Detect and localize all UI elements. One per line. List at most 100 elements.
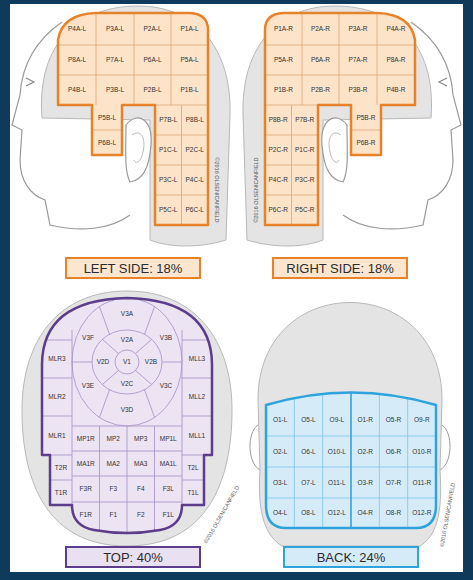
zone-label: P6A-L <box>143 57 161 64</box>
zone-label: O4-R <box>357 510 373 517</box>
zone-label: F1 <box>109 512 117 519</box>
zone-label: V3E <box>82 383 94 390</box>
side-head <box>12 6 230 246</box>
zone-label: P1B-R <box>274 87 293 94</box>
zone-label: P6C-R <box>268 207 288 214</box>
zone-label: P3C-R <box>295 177 315 184</box>
zone-label: P5A-L <box>180 57 198 64</box>
zone-label: O11-R <box>412 479 431 486</box>
zone-label: P7B-L <box>159 117 177 124</box>
zone-label: MP2 <box>107 435 120 442</box>
zone-label: P8B-L <box>186 117 204 124</box>
caption-text: BACK: 24% <box>317 550 386 565</box>
zone-label: P7A-L <box>106 57 124 64</box>
zone-label: F3R <box>80 486 92 493</box>
zone-label: P6A-R <box>311 57 330 64</box>
zone-label: O7-R <box>386 479 402 486</box>
zone-label: P5B-L <box>98 114 116 121</box>
zone-label: P6C-L <box>186 207 204 214</box>
back-head <box>250 303 450 547</box>
zone-label: MA3 <box>134 460 147 467</box>
zone-label: V2A <box>121 337 133 344</box>
zone-label: P8A-L <box>68 57 86 64</box>
zone-label: P1C-L <box>159 147 177 154</box>
zone-label: P1A-R <box>274 26 293 33</box>
zone-label: MP1L <box>160 435 177 442</box>
zone-label: V3C <box>160 383 173 390</box>
zone-label: F1L <box>163 512 174 519</box>
zone-label: P3B-L <box>106 87 124 94</box>
zone-label: P5C-R <box>295 207 315 214</box>
zone-label: P1A-L <box>180 26 198 33</box>
zone-label: O8-L <box>301 510 315 517</box>
zone-label: O10-L <box>328 448 346 455</box>
zone-label: P4A-R <box>386 26 405 33</box>
copyright-note: ©2016 OLSEN/CANFIELD <box>203 485 240 544</box>
zone-label: P3C-L <box>159 177 177 184</box>
zone-label: P4B-L <box>68 87 86 94</box>
zone-label: MA1L <box>160 460 177 467</box>
zone-label: T1L <box>187 489 198 496</box>
zone-label: MA1R <box>77 460 95 467</box>
zone-label: P7A-R <box>348 57 367 64</box>
caption-text: LEFT SIDE: 18% <box>84 261 183 276</box>
zone-label: O4-L <box>273 510 287 517</box>
zone-label: O3-L <box>273 479 287 486</box>
zone-label: MLL1 <box>189 432 205 439</box>
zone-label: V3B <box>160 335 172 342</box>
zone-label: MLR1 <box>48 432 65 439</box>
caption-text: TOP: 40% <box>103 550 163 565</box>
zone-label: P2C-L <box>186 147 204 154</box>
zone-label: F3 <box>109 486 117 493</box>
zone-label: MLR3 <box>48 356 65 363</box>
zone-label: V3F <box>82 335 94 342</box>
zone-label: MP1R <box>77 435 95 442</box>
zone-label: O11-L <box>328 479 346 486</box>
zone-label: O10-R <box>412 448 431 455</box>
zone-label: P2A-R <box>311 26 330 33</box>
zone-label: P5C-L <box>159 207 177 214</box>
zone-label: O1-R <box>357 417 373 424</box>
zone-label: P8A-R <box>386 57 405 64</box>
zone-label: V2B <box>145 359 157 366</box>
top-head <box>22 291 232 546</box>
zone-label: V3D <box>121 407 134 414</box>
zone-label: P2A-L <box>143 26 161 33</box>
caption-box: TOP: 40% <box>65 546 201 568</box>
caption-text: RIGHT SIDE: 18% <box>286 261 393 276</box>
zone-label: O12-L <box>328 510 346 517</box>
zone-label: P4C-L <box>186 177 204 184</box>
zone-label: F1R <box>80 512 92 519</box>
zone-label: O1-L <box>273 417 287 424</box>
zone-label: P6B-L <box>98 139 116 146</box>
panel <box>10 4 463 572</box>
zone-label: T2L <box>187 464 198 471</box>
zone-label: O6-R <box>386 448 402 455</box>
zone-label: P2B-R <box>311 87 330 94</box>
zone-label: P3B-R <box>348 87 367 94</box>
copyright-note: ©2016 OLSEN/CANFIELD <box>440 482 457 547</box>
zone-label: O9-L <box>330 417 344 424</box>
zone-label: V2D <box>97 359 110 366</box>
caption-box: RIGHT SIDE: 18% <box>272 257 408 279</box>
zone-label: MLL2 <box>189 394 205 401</box>
zone-label: P1B-L <box>180 87 198 94</box>
zone-label: P6B-R <box>356 139 375 146</box>
zone-label: P3A-L <box>106 26 124 33</box>
zone-label: O8-R <box>386 510 402 517</box>
zone-label: O5-L <box>301 417 315 424</box>
zone-label: P3A-R <box>348 26 367 33</box>
side-head <box>243 6 461 246</box>
zone-label: MA2 <box>107 460 120 467</box>
zone-label: O9-R <box>414 417 430 424</box>
zone-label: MLL3 <box>189 356 205 363</box>
zone-label: O5-R <box>386 417 402 424</box>
zone-label: P5B-R <box>356 114 375 121</box>
zone-label: MP3 <box>134 435 147 442</box>
zone-label: V1 <box>123 359 131 366</box>
zone-label: P8B-R <box>269 117 288 124</box>
zone-label: V3A <box>121 311 133 318</box>
zone-label: P4A-L <box>68 26 86 33</box>
zone-label: T1R <box>55 489 67 496</box>
